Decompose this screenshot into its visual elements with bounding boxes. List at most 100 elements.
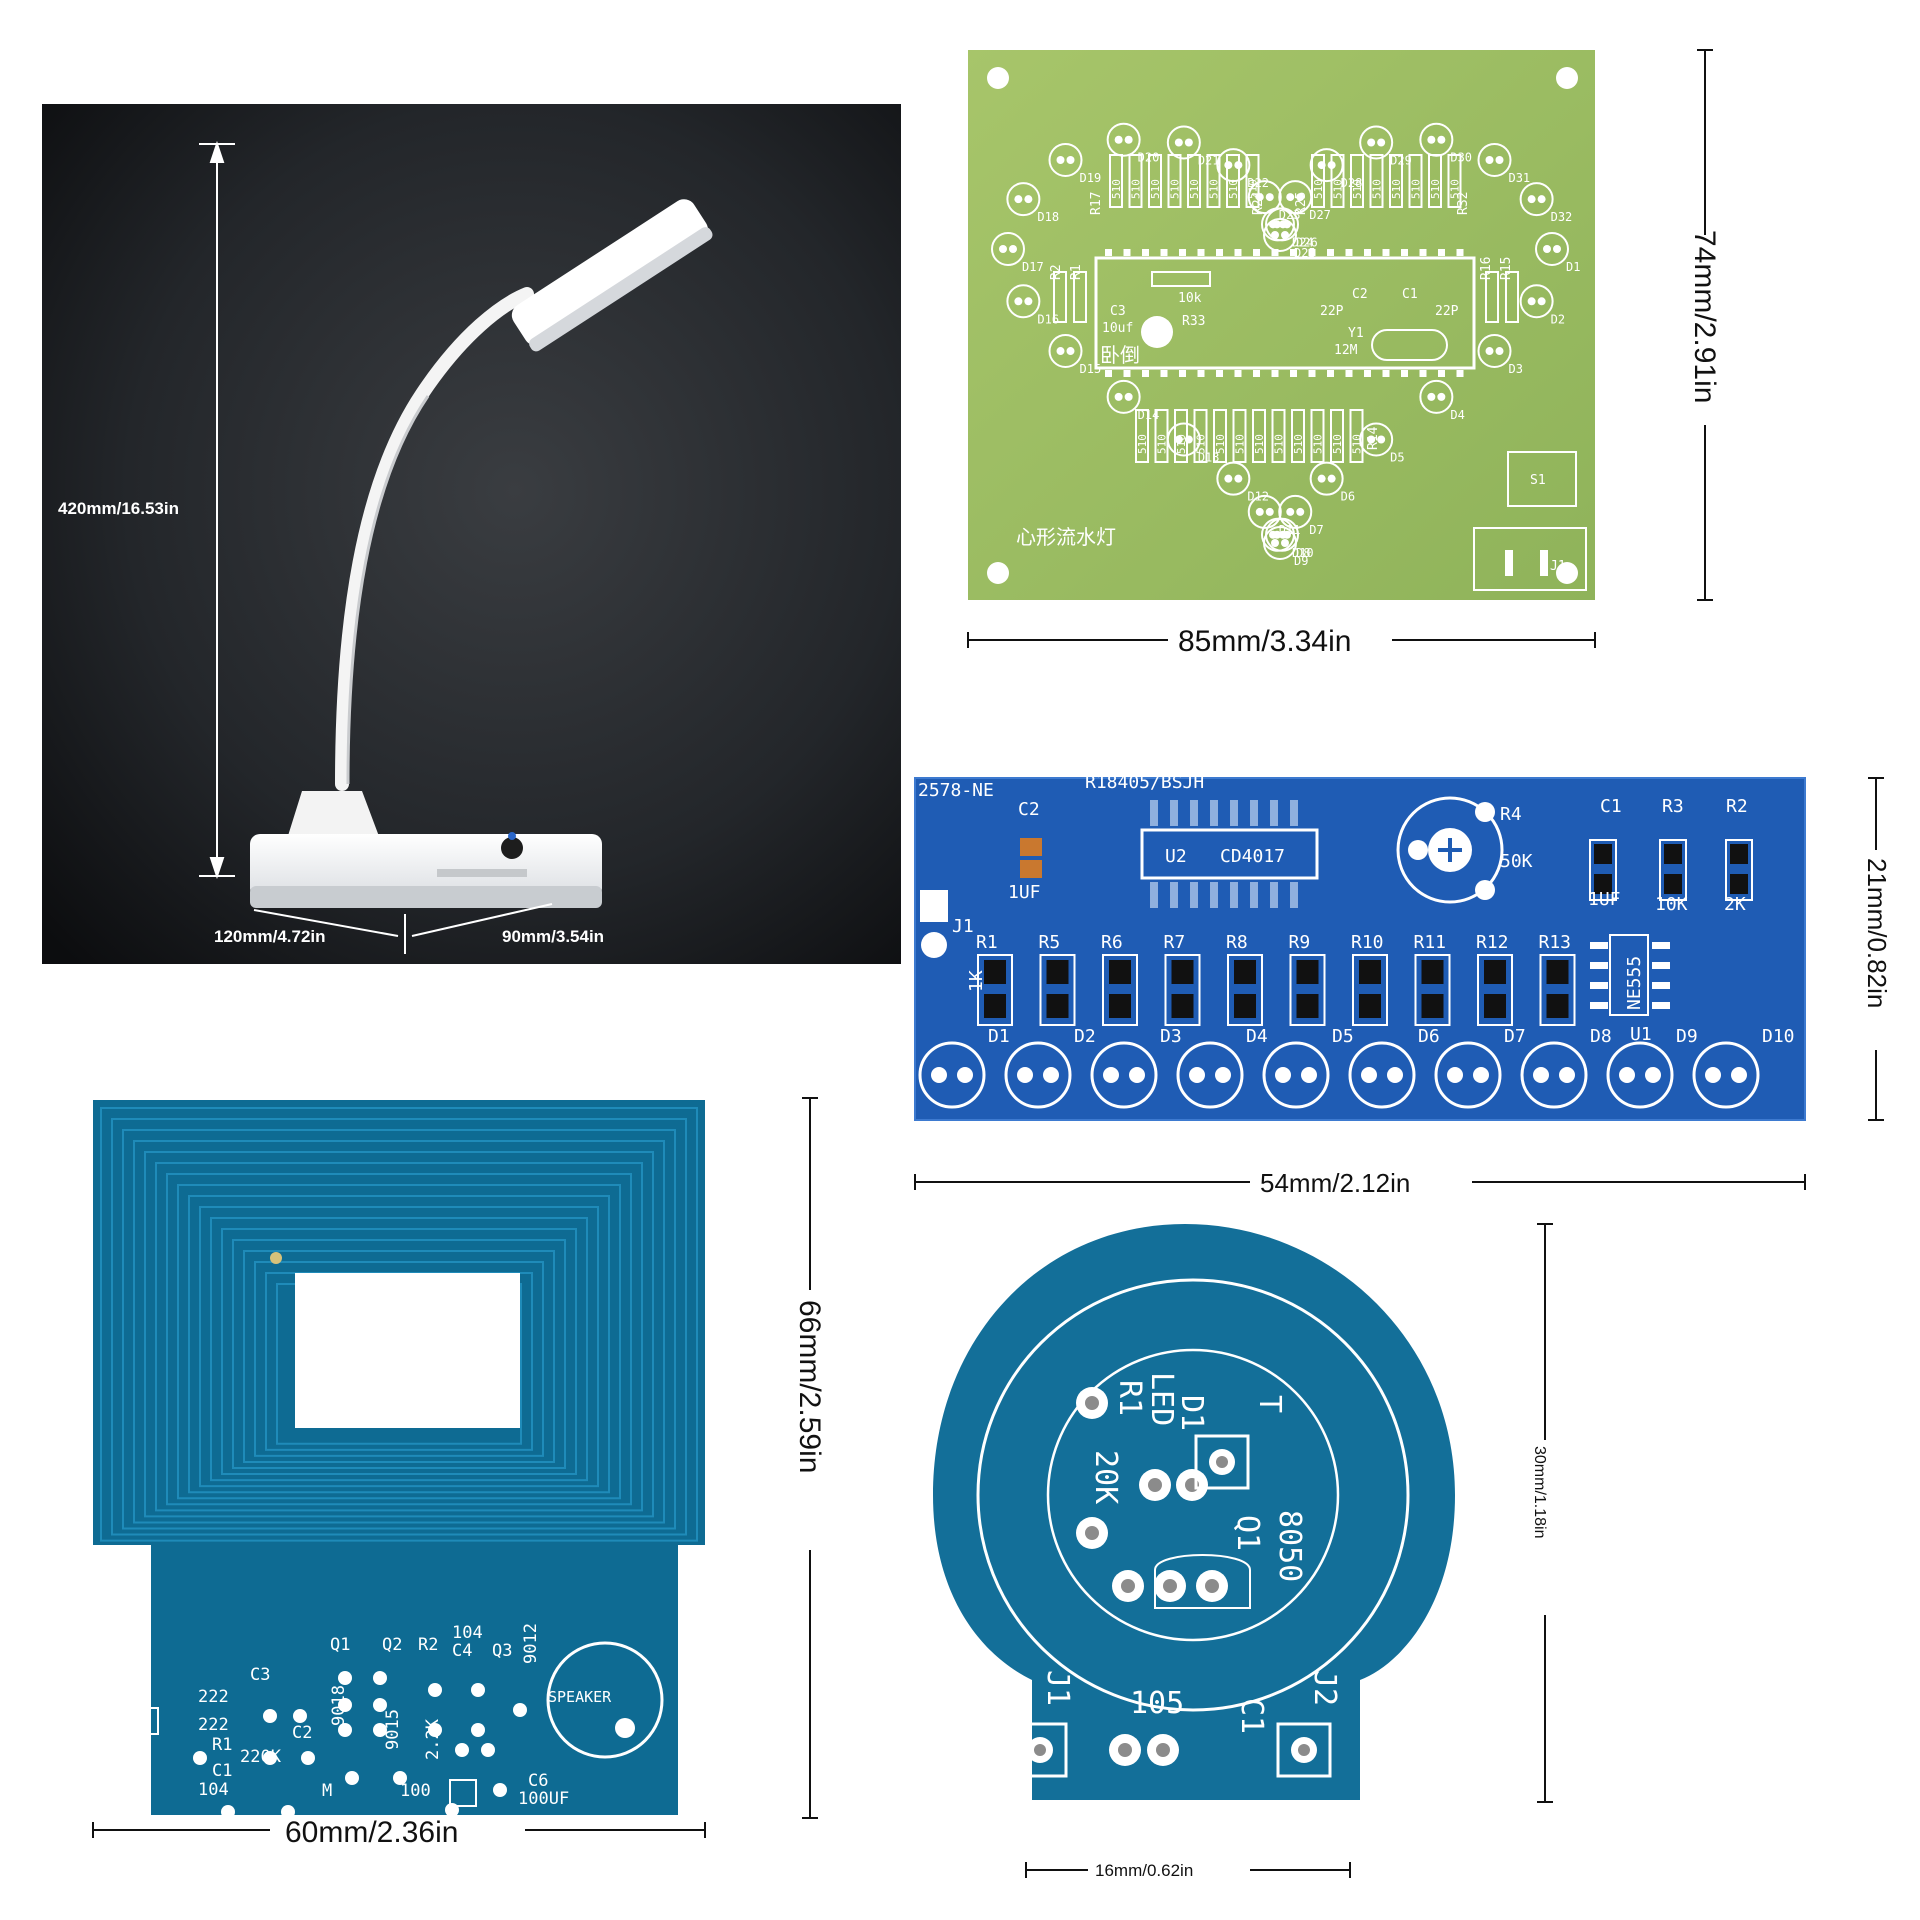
heart-led: D20 xyxy=(1106,122,1159,165)
bar-led: D8 xyxy=(1520,1026,1612,1109)
bar-resistor-label: R10 xyxy=(1351,932,1384,953)
heart-label-j1: J1 xyxy=(1550,559,1566,574)
bar-resistor: R8 xyxy=(1226,932,1263,1026)
bar-c1-val: 1UF xyxy=(1588,889,1621,910)
heart-label-c3-val: 10uf xyxy=(1102,321,1133,336)
heart-led-label: D17 xyxy=(1022,260,1044,274)
coil-c3-label: C3 xyxy=(250,1665,270,1685)
heart-led-label: D30 xyxy=(1450,151,1472,165)
heart-res-value: 510 xyxy=(1332,179,1345,199)
heart-label-r15: R15 xyxy=(1499,257,1514,280)
heart-res-value: 510 xyxy=(1227,179,1240,199)
bar-r3-val: 10K xyxy=(1655,894,1688,915)
heart-led-label: D10 xyxy=(1292,546,1314,560)
heart-led: D21 xyxy=(1166,125,1220,168)
heart-label-c3: C3 xyxy=(1110,304,1126,319)
heart-led-label: D5 xyxy=(1390,450,1404,464)
bar-r2-val: 2K xyxy=(1724,894,1746,915)
heart-label-r16: R16 xyxy=(1479,257,1494,280)
bar-resistor: R5 xyxy=(1039,932,1076,1026)
coil-c4-val: 104 xyxy=(452,1623,483,1643)
heart-res-value: 510 xyxy=(1136,434,1149,454)
heart-led: D4 xyxy=(1419,379,1465,422)
heart-led-label: D25 xyxy=(1294,246,1316,260)
bar-ne555-label: NE555 xyxy=(1624,956,1645,1010)
heart-led: D29 xyxy=(1359,125,1412,168)
coil-q1-val: 9018 xyxy=(329,1685,349,1726)
bar-resistor: R6 xyxy=(1101,932,1138,1026)
heart-res-value: 510 xyxy=(1188,179,1201,199)
heart-led-label: D2 xyxy=(1551,312,1565,326)
heart-label-r25: R25 xyxy=(1294,192,1309,215)
bar-resistor-label: R1 xyxy=(976,932,998,953)
round-c1-val: 105 xyxy=(1130,1686,1184,1721)
lamp-height-label: 420mm/16.53in xyxy=(58,499,179,518)
coil-r2-val: 2.2K xyxy=(423,1718,443,1760)
heart-label-r24: R24 xyxy=(1251,191,1266,215)
bar-resistor: R7 xyxy=(1164,932,1201,1026)
heart-led-label: D3 xyxy=(1508,362,1522,376)
bar-r2-label: R2 xyxy=(1726,796,1748,817)
heart-label-c1: C1 xyxy=(1402,287,1418,302)
bar-resistor-label: R9 xyxy=(1289,932,1311,953)
heart-led-label: D21 xyxy=(1198,154,1220,168)
bar-led-label: D10 xyxy=(1762,1026,1795,1047)
bar-led-label: D1 xyxy=(988,1026,1010,1047)
bar-led: D6 xyxy=(1348,1026,1440,1109)
heart-led-label: D24 xyxy=(1292,235,1314,249)
round-q1-label: Q1 xyxy=(1230,1515,1265,1551)
heart-label-r17: R17 xyxy=(1089,192,1104,215)
heart-res-value: 510 xyxy=(1149,179,1162,199)
heart-led-label: D28 xyxy=(1341,176,1363,190)
heart-led: D17 xyxy=(991,232,1044,274)
heart-led-label: D4 xyxy=(1450,408,1464,422)
heart-led: D18 xyxy=(1006,182,1059,224)
bar-r4-label: R4 xyxy=(1500,804,1522,825)
heart-led-label: D31 xyxy=(1508,171,1530,185)
coil-c1-label: C1 xyxy=(212,1761,232,1781)
bar-j1-label: J1 xyxy=(952,916,974,937)
heart-res-value: 510 xyxy=(1169,179,1182,199)
bar-c2-val: 1UF xyxy=(1008,882,1041,903)
round-board: R1 20K D1 LED T Q1 8050 J1 J2 C1 105 30m… xyxy=(920,1210,1880,1900)
heart-led: D26 xyxy=(1265,207,1318,249)
bar-led-label: D2 xyxy=(1074,1026,1096,1047)
coil-m-label: M xyxy=(322,1781,332,1801)
bar-led: D7 xyxy=(1434,1026,1526,1109)
heart-led: D28 xyxy=(1309,148,1363,190)
heart-led-label: D27 xyxy=(1309,208,1331,222)
coil-speaker-label: SPEAKER xyxy=(548,1688,612,1706)
heart-res-value: 510 xyxy=(1371,179,1384,199)
heart-led: D32 xyxy=(1519,182,1572,224)
heart-height-label: 74mm/2.91in xyxy=(1688,230,1721,403)
bar-c2-label: C2 xyxy=(1018,799,1040,820)
heart-res-value: 510 xyxy=(1312,434,1325,454)
heart-res-value: 510 xyxy=(1312,179,1325,199)
round-led-label: LED xyxy=(1144,1372,1179,1426)
heart-led-label: D13 xyxy=(1198,450,1220,464)
heart-led-label: D6 xyxy=(1341,490,1355,504)
bar-resistor-label: R8 xyxy=(1226,932,1248,953)
heart-led: D7 xyxy=(1278,494,1324,537)
bar-height-label: 21mm/0.82in xyxy=(1862,858,1892,1008)
heart-res-value: 510 xyxy=(1234,434,1247,454)
heart-led: D14 xyxy=(1106,379,1159,422)
round-height-label: 30mm/1.18in xyxy=(1531,1446,1548,1539)
lamp-width-label: 90mm/3.54in xyxy=(502,927,604,946)
lamp-photo: 420mm/16.53in 120mm/4.72in 90mm/3.54in xyxy=(42,104,901,964)
bar-led: D4 xyxy=(1176,1026,1268,1109)
bar-r4-val: 50K xyxy=(1500,851,1533,872)
bar-resistor: R9 xyxy=(1289,932,1326,1026)
heart-label-r33-val: 10k xyxy=(1178,291,1202,306)
heart-res-value: 510 xyxy=(1449,179,1462,199)
bar-led-label: D9 xyxy=(1676,1026,1698,1047)
bar-resistor: R11 xyxy=(1414,932,1451,1026)
heart-label-c-val-right: 22P xyxy=(1435,304,1459,319)
heart-led-label: D26 xyxy=(1296,235,1318,249)
bar-top-text: R18405/BSJH xyxy=(1085,772,1204,793)
coil-c3-val: 222 xyxy=(198,1687,229,1707)
coil-c2-label: C2 xyxy=(292,1723,312,1743)
coil-r1-label: R1 xyxy=(212,1735,232,1755)
coil-q2-val: 9015 xyxy=(383,1709,403,1750)
